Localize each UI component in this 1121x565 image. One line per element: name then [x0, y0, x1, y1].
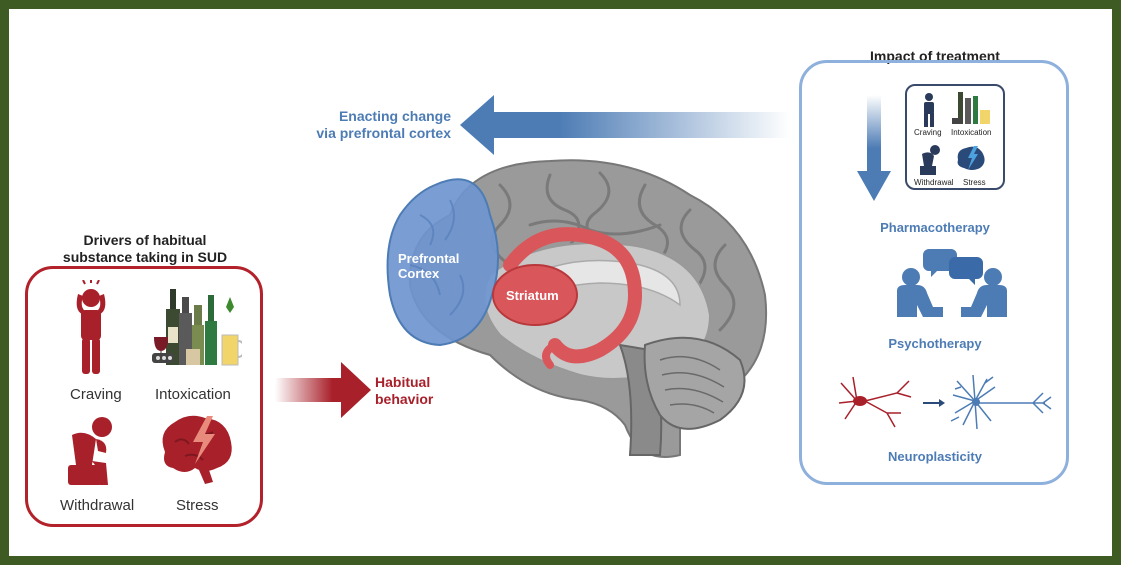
intoxication-label: Intoxication	[155, 386, 231, 403]
mini-intoxication-label: Intoxication	[951, 128, 992, 137]
treatment-down-arrow	[857, 95, 891, 201]
drivers-box	[25, 266, 263, 527]
treatment-box	[799, 60, 1069, 485]
striatum-label: Striatum	[506, 288, 559, 303]
mini-intoxication-icon	[952, 92, 990, 124]
enacting-change-label: Enacting change via prefrontal cortex	[305, 108, 451, 142]
mini-withdrawal-icon	[920, 145, 940, 175]
habit-arrow	[275, 362, 371, 418]
mini-withdrawal-label: Withdrawal	[914, 178, 954, 187]
stress-label: Stress	[176, 497, 219, 514]
mini-craving-label: Craving	[914, 128, 942, 137]
enacting-change-line1: Enacting change	[338, 108, 451, 124]
withdrawal-label: Withdrawal	[60, 497, 135, 514]
drivers-title: Drivers of habitual substance taking in …	[40, 232, 250, 266]
mini-drivers-box	[905, 84, 1005, 190]
craving-label: Craving	[70, 386, 122, 403]
enacting-change-line2: via prefrontal cortex	[316, 125, 451, 141]
mini-stress-icon	[957, 146, 985, 170]
neuroplasticity-icon	[838, 374, 1052, 430]
habit-label-line1: Habitual	[375, 374, 431, 390]
mini-craving-icon	[924, 93, 934, 127]
bottles-drinks-icon	[152, 289, 242, 366]
lightning-brain-icon	[162, 415, 232, 484]
mini-stress-label: Stress	[963, 178, 986, 187]
drivers-title-line1: Drivers of habitual	[83, 232, 207, 248]
psychotherapy-label: Psychotherapy	[888, 336, 982, 351]
prefrontal-cortex-label: Prefrontal Cortex	[398, 251, 459, 281]
prefrontal-line1: Prefrontal	[398, 251, 460, 266]
prefrontal-change-arrow	[460, 95, 790, 155]
sitting-distress-person-icon	[68, 417, 112, 485]
neuroplasticity-label: Neuroplasticity	[888, 449, 982, 464]
brain-illustration	[386, 159, 768, 458]
prefrontal-line2: Cortex	[398, 266, 440, 281]
habit-label-line2: behavior	[375, 391, 434, 407]
head-clutch-person-icon	[76, 280, 106, 374]
habit-label: Habitual behavior	[375, 374, 433, 408]
psychotherapy-icon	[897, 249, 1007, 317]
pharmacotherapy-label: Pharmacotherapy	[880, 220, 990, 235]
drivers-title-line2: substance taking in SUD	[62, 249, 228, 265]
